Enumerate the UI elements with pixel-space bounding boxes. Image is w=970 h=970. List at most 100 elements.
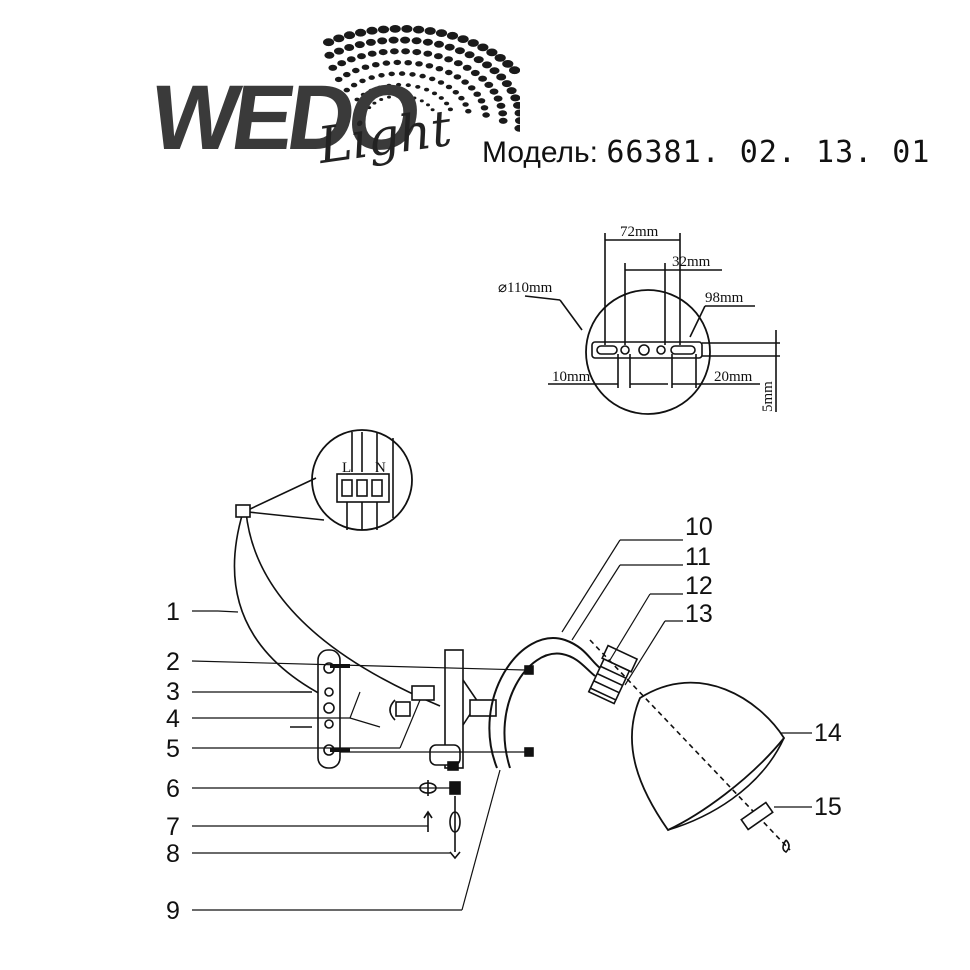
logo-dot [434,53,443,60]
logo-dot [478,75,487,82]
dim-32: 32mm [672,254,711,270]
logo-dot [400,36,411,44]
logo-dot [458,95,465,101]
logo-dot [514,109,520,117]
logo-dot [453,74,462,80]
logo-dot [452,90,459,95]
logo-dot [482,112,490,118]
logo-dot [423,50,433,57]
logo-dot [493,95,503,102]
logo-dot [465,108,472,114]
logo-dot [498,110,508,117]
model-label: Модель: [482,136,599,169]
cable-arc [233,504,441,707]
logo-dot [398,71,406,76]
callout-15: 15 [814,793,842,821]
finial [740,801,790,853]
dim-72: 72mm [620,224,659,240]
mount-plate-detail [524,233,780,415]
logo-dot [438,96,444,100]
logo-dot [367,50,377,57]
logo-dot [324,51,335,59]
logo-dot [477,98,486,104]
logo-dot [350,82,358,88]
logo-dot [337,60,347,67]
logo-dot [367,106,372,110]
logo-dot [435,29,448,37]
logo-dot [415,85,421,89]
logo-dot [480,105,489,111]
callout-8: 8 [166,840,180,868]
logo-dot [386,83,392,88]
logo-dot [462,102,469,107]
callout-3: 3 [166,678,180,706]
logo-dot [484,81,494,88]
logo-dot [404,60,412,66]
logo-dot [388,71,395,77]
logo-dot [473,56,484,64]
logo-dot [457,35,469,43]
logo-dot [482,61,492,69]
logo-dot [430,108,435,112]
logo-dot [424,27,436,35]
logo-dot [412,96,417,100]
logo-dot [355,28,367,37]
logo-dot [435,66,444,72]
logo-dot [489,88,499,95]
callout-6: 6 [166,775,180,803]
logo-dot [445,84,453,90]
logo-dot [424,87,430,92]
logo-dot [502,60,514,68]
logo-dot [496,102,506,109]
logo-dot [368,88,374,93]
logo-dot [352,67,360,74]
logo-dot [334,76,343,83]
logo-dot [429,76,436,82]
terminal-N: N [375,460,386,476]
logo-dot [405,83,411,88]
logo-dot [409,72,416,77]
glass-shade [631,681,786,832]
logo-dot [396,82,402,87]
logo-dot [343,71,351,78]
logo-dot [372,101,377,105]
logo-dot [462,64,472,71]
logo-dot [437,80,445,85]
logo-dot [328,64,338,71]
callout-5: 5 [166,735,180,763]
logo-dot [464,51,475,59]
logo-dot [382,60,391,66]
dim-20: 20mm [714,369,753,385]
callout-1: 1 [166,598,180,626]
logo-dot [513,101,520,109]
logo-dot [461,79,469,85]
logo-dot [431,91,438,96]
lamp-arm [488,637,601,769]
logo-dot [454,47,465,55]
lamp-socket [587,644,639,705]
logo-dot [412,49,422,56]
logo-dot [333,34,345,43]
logo-dot [323,38,335,47]
logo-dot [395,94,400,98]
logo-dots-icon [323,25,520,132]
callout-4: 4 [166,705,180,733]
callout-12: 12 [685,572,713,600]
logo-dot [467,39,479,47]
logo-dot [359,78,366,84]
logo-dot [389,25,401,33]
logo-dot [404,94,409,98]
logo-dot [354,41,365,49]
logo-dot [377,37,388,45]
logo-dot [346,56,356,63]
logo-dot [366,26,378,35]
logo-dot [368,75,375,80]
logo-dot [343,87,350,93]
logo-dot [515,117,520,125]
logo-dot [344,44,355,51]
logo-dot [360,92,366,97]
callout-10: 10 [685,513,713,541]
logo-dot [377,85,383,90]
